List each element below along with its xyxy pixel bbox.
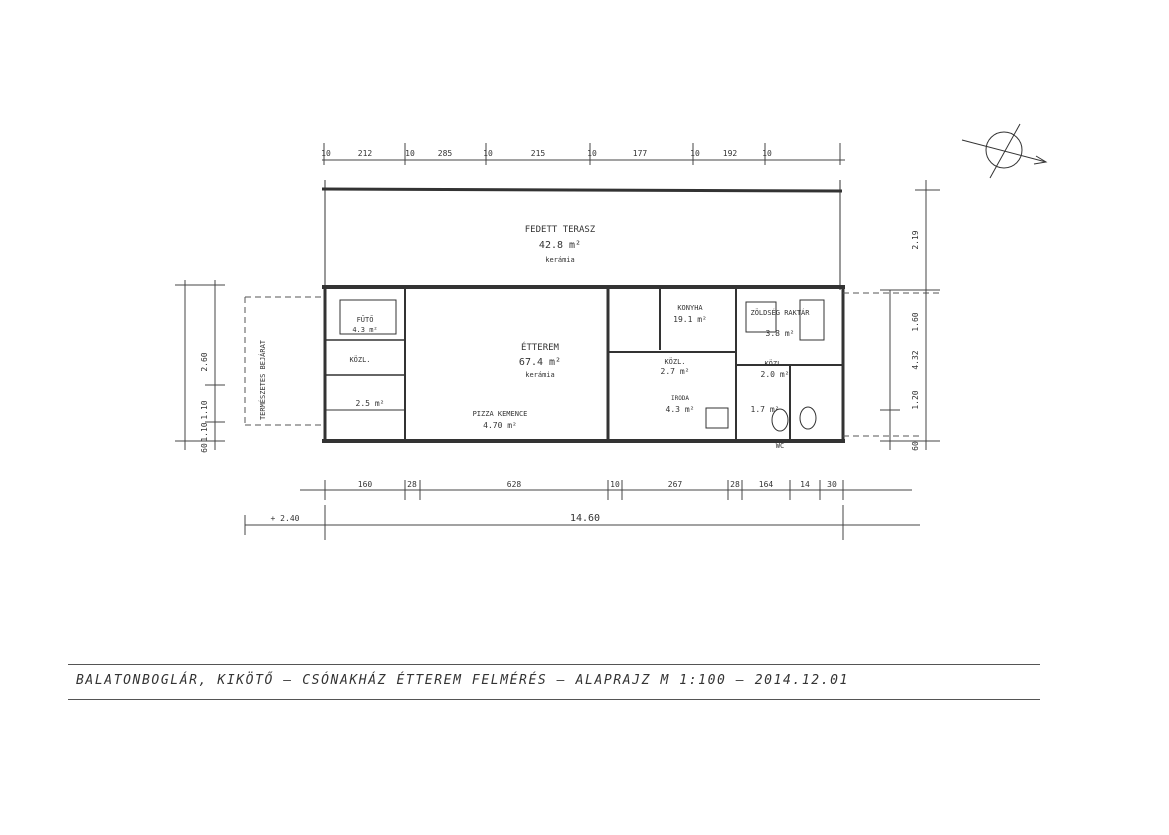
right-dim-label: 4.32	[911, 350, 920, 369]
bottom-dim-label: 267	[668, 480, 683, 489]
room-labels: FEDETT TERASZ 42.8 m² kerámia ÉTTEREM 67…	[258, 225, 810, 450]
room-furnace-area: 4.3 m²	[352, 326, 377, 334]
room-terrace-name: FEDETT TERASZ	[525, 225, 596, 235]
right-dim-label: 1.20	[911, 390, 920, 409]
left-dimension-labels: 2.60 1.10 1.10 60	[200, 352, 209, 453]
drawing-title: BALATONBOGLÁR, KIKÖTŐ — CSÓNAKHÁZ ÉTTERE…	[76, 673, 849, 688]
room-terrace-floor: kerámia	[545, 256, 575, 264]
room-lobby-area: 2.5 m²	[356, 399, 385, 408]
top-dim-label: 10	[483, 149, 493, 158]
top-dim-label: 10	[762, 149, 772, 158]
room-kitchen-area: 19.1 m²	[673, 315, 707, 324]
room-corridor2-name: KÖZL.	[764, 359, 785, 368]
left-dim-label: 1.10	[200, 422, 209, 441]
room-pizza-area: 4.70 m²	[483, 421, 517, 430]
room-wc-name: WC	[776, 442, 784, 450]
top-dimension-line	[322, 143, 845, 165]
right-dimension-line	[880, 180, 940, 450]
bottom-dim-label: 160	[358, 480, 373, 489]
north-arrow-icon	[961, 123, 1048, 179]
bottom-dim-label: 14	[800, 480, 810, 489]
right-dim-label: 2.19	[911, 230, 920, 249]
left-dim-label: 1.10	[200, 400, 209, 419]
room-main-name: ÉTTEREM	[521, 341, 560, 353]
room-corridor2-area: 2.0 m²	[761, 370, 790, 379]
top-dim-label: 10	[587, 149, 597, 158]
room-corridor1-area: 2.7 m²	[661, 367, 690, 376]
left-dimension-line	[175, 280, 225, 450]
bottom-dim-label: 10	[610, 480, 620, 489]
room-storage-area: 3.8 m²	[766, 329, 795, 338]
room-main-floor: kerámia	[525, 371, 555, 379]
right-dim-label: 1.60	[911, 312, 920, 331]
right-dim-label: 60	[911, 441, 920, 451]
top-dim-label: 215	[531, 149, 546, 158]
top-dim-label: 192	[723, 149, 738, 158]
bottom-dim-label: 28	[407, 480, 417, 489]
bottom-dimension-labels: 160 28 628 10 267 28 164 14 30 14.60 + 2.40	[271, 480, 837, 524]
room-main-area: 67.4 m²	[519, 357, 561, 368]
bottom-dimension-line	[244, 480, 920, 540]
room-office-name: IRODA	[671, 395, 689, 402]
bottom-dim-label: 30	[827, 480, 837, 489]
top-dim-label: 10	[405, 149, 415, 158]
top-dim-label: 10	[321, 149, 331, 158]
terrace-outline	[321, 180, 843, 290]
top-dim-label: 212	[358, 149, 373, 158]
bottom-dim-label: 628	[507, 480, 522, 489]
bottom-dim-label: 28	[730, 480, 740, 489]
room-pizza-name: PIZZA KEMENCE	[473, 410, 528, 418]
top-dimension-labels: 10 212 10 285 10 215 10 177 10 192 10	[321, 149, 772, 158]
left-dim-label: 60	[200, 443, 209, 453]
side-entrance-outline	[244, 292, 940, 437]
overall-offset-label: + 2.40	[271, 514, 300, 523]
top-dim-label: 10	[690, 149, 700, 158]
right-dimension-labels: 2.19 1.60 4.32 1.20 60	[911, 230, 920, 451]
top-dim-label: 177	[633, 149, 648, 158]
room-storage-name: ZÖLDSÉG RAKTÁR	[750, 308, 810, 317]
left-dim-label: 2.60	[200, 352, 209, 371]
room-side-name: TERMÉSZETES BEJÁRAT	[258, 339, 267, 420]
building-walls	[322, 285, 845, 443]
room-wc-area: 1.7 m²	[751, 405, 780, 414]
room-lobby-name: KÖZL.	[349, 355, 370, 364]
title-block: BALATONBOGLÁR, KIKÖTŐ — CSÓNAKHÁZ ÉTTERE…	[68, 664, 1040, 700]
top-dim-label: 285	[438, 149, 453, 158]
overall-length-label: 14.60	[570, 513, 600, 524]
bottom-dim-label: 164	[759, 480, 774, 489]
room-terrace-area: 42.8 m²	[539, 240, 581, 251]
room-office-area: 4.3 m²	[666, 405, 695, 414]
room-corridor1-name: KÖZL.	[664, 357, 685, 366]
room-kitchen-name: KONYHA	[677, 304, 703, 312]
room-furnace-name: FŰTŐ	[357, 315, 374, 324]
